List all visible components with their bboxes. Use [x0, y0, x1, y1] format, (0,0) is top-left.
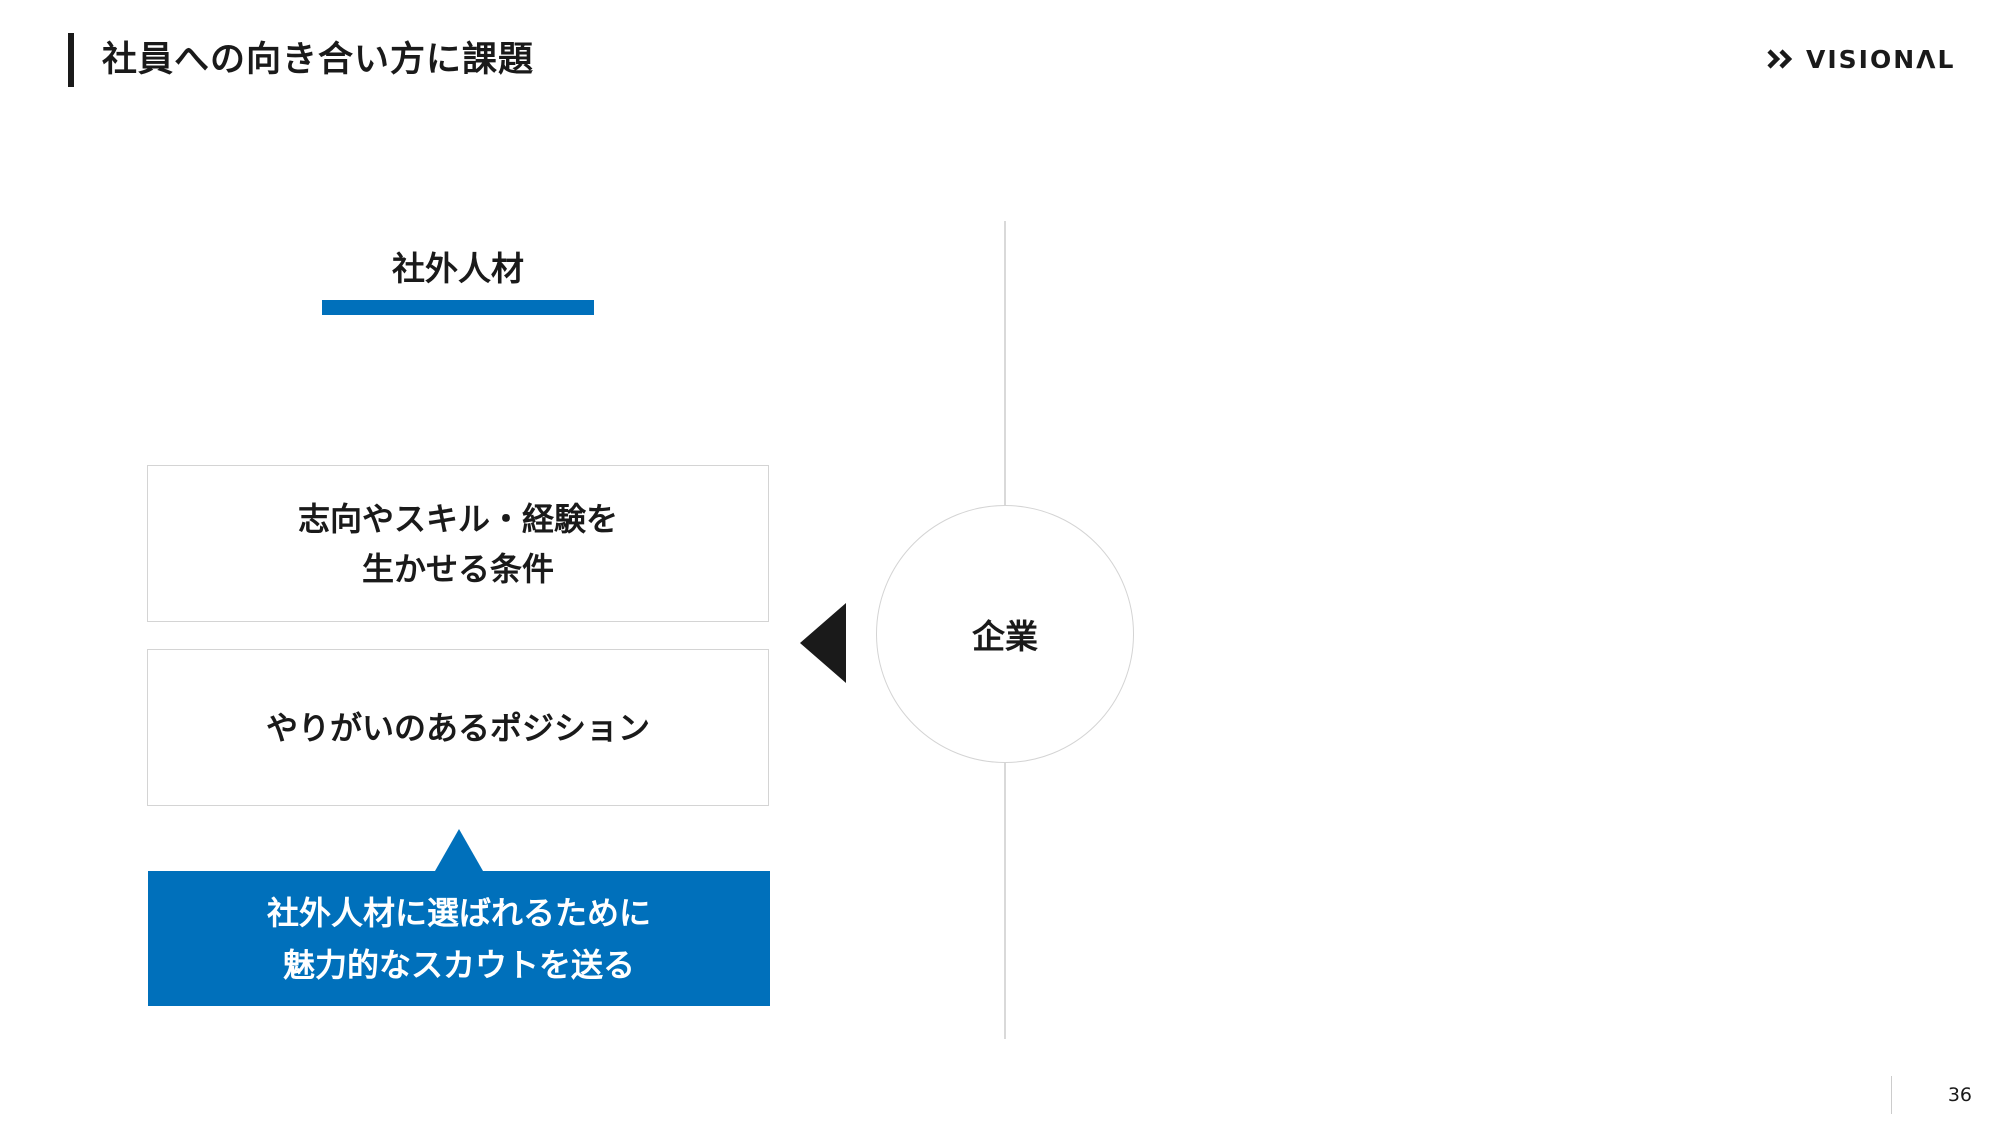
footer-divider — [1891, 1076, 1892, 1114]
position-card-text: やりがいのあるポジション — [265, 708, 650, 747]
company-circle-label: 企業 — [972, 617, 1038, 656]
company-circle: 企業 — [876, 505, 1134, 763]
callout-box: 社外人材に選ばれるために 魅力的なスカウトを送る — [148, 871, 770, 1006]
left-triangle-arrow-icon — [800, 603, 846, 683]
callout-text: 社外人材に選ばれるために 魅力的なスカウトを送る — [266, 893, 651, 984]
section-heading: 社外人材 — [392, 249, 524, 288]
position-card: やりがいのあるポジション — [147, 649, 769, 806]
logo-wordmark: VISIONΛL — [1806, 44, 1956, 74]
condition-card-text: 志向やスキル・経験を 生かせる条件 — [297, 499, 618, 588]
title-accent-bar — [68, 33, 74, 87]
up-triangle-icon — [435, 829, 483, 871]
company-logo: VISIONΛL — [1766, 44, 1955, 74]
section-heading-underline — [322, 300, 594, 315]
page-number: 36 — [1947, 1084, 1972, 1106]
condition-card: 志向やスキル・経験を 生かせる条件 — [147, 465, 769, 622]
slide-title: 社員への向き合い方に課題 — [102, 40, 535, 80]
double-chevron-right-icon — [1767, 49, 1793, 69]
